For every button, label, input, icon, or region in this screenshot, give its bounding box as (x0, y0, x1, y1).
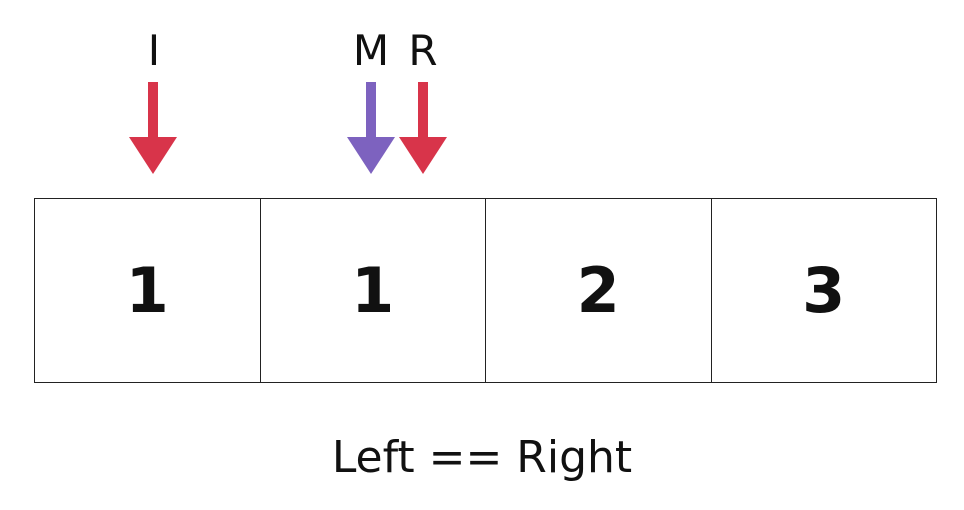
array-cell-1: 1 (261, 199, 486, 382)
caption: Left == Right (331, 432, 633, 483)
array-cell-3: 3 (802, 254, 846, 327)
mid-pointer-label: M (352, 26, 390, 75)
array-cells: 1 1 2 3 (34, 198, 937, 383)
array-cell-0: 1 (35, 199, 261, 382)
right-pointer-label: R (408, 26, 438, 75)
left-pointer-label: I (147, 26, 161, 75)
right-arrow-icon (399, 82, 447, 174)
left-arrow-icon (129, 82, 177, 174)
mid-arrow-icon (347, 82, 395, 174)
array-cell-2: 2 (486, 199, 712, 382)
